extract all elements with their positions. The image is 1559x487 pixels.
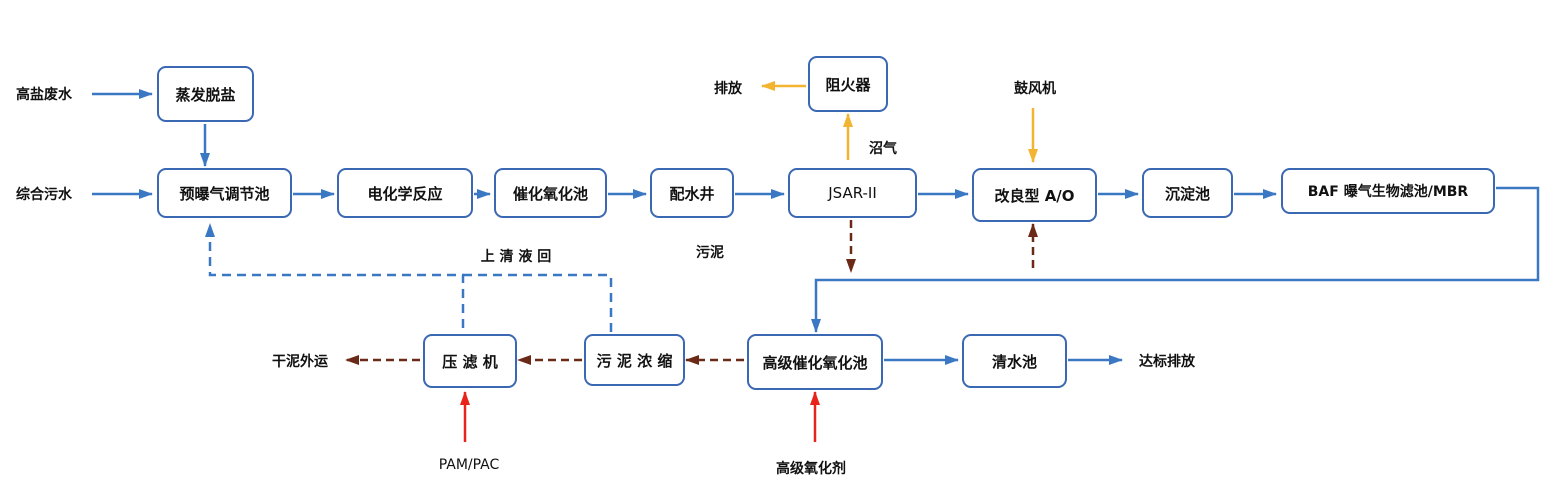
- label-emission: 排放: [714, 81, 742, 97]
- node-advanced-catalytic-oxidation: 高级催化氧化池: [747, 334, 883, 390]
- node-catalytic-oxidation-tank: 催化氧化池: [494, 168, 607, 218]
- node-flame-arrester: 阻火器: [808, 56, 888, 112]
- label-sludge: 污泥: [696, 245, 724, 261]
- node-sedimentation-tank: 沉淀池: [1142, 168, 1233, 218]
- label-supernatant-return: 上 清 液 回: [480, 249, 552, 265]
- node-improved-ao: 改良型 A/O: [972, 168, 1097, 222]
- label-pam-pac: PAM/PAC: [438, 457, 500, 473]
- label-high-salt-wastewater: 高盐废水: [16, 87, 72, 103]
- label-discharge-to-standard: 达标排放: [1139, 354, 1195, 370]
- node-evaporation-desalination: 蒸发脱盐: [157, 66, 254, 122]
- arrow-baf-to-advanced-catalytic: [811, 186, 1540, 333]
- label-biogas: 沼气: [869, 141, 897, 157]
- node-filter-press: 压 滤 机: [423, 334, 517, 388]
- node-jsar-ii: JSAR-II: [788, 168, 917, 218]
- node-pre-aeration-tank: 预曝气调节池: [157, 168, 292, 218]
- arrow-supernatant-return: [205, 223, 465, 328]
- label-mixed-sewage: 综合污水: [16, 187, 72, 203]
- label-blower: 鼓风机: [1014, 81, 1056, 97]
- label-advanced-oxidant: 高级氧化剂: [776, 461, 846, 477]
- node-distribution-well: 配水井: [650, 168, 734, 218]
- node-clear-water-tank: 清水池: [962, 334, 1067, 388]
- node-baf-mbr: BAF 曝气生物滤池/MBR: [1281, 168, 1495, 214]
- node-electrochemical-reaction: 电化学反应: [337, 168, 473, 218]
- label-dry-sludge-transport: 干泥外运: [272, 354, 328, 370]
- node-sludge-thickening: 污 泥 浓 缩: [584, 334, 685, 386]
